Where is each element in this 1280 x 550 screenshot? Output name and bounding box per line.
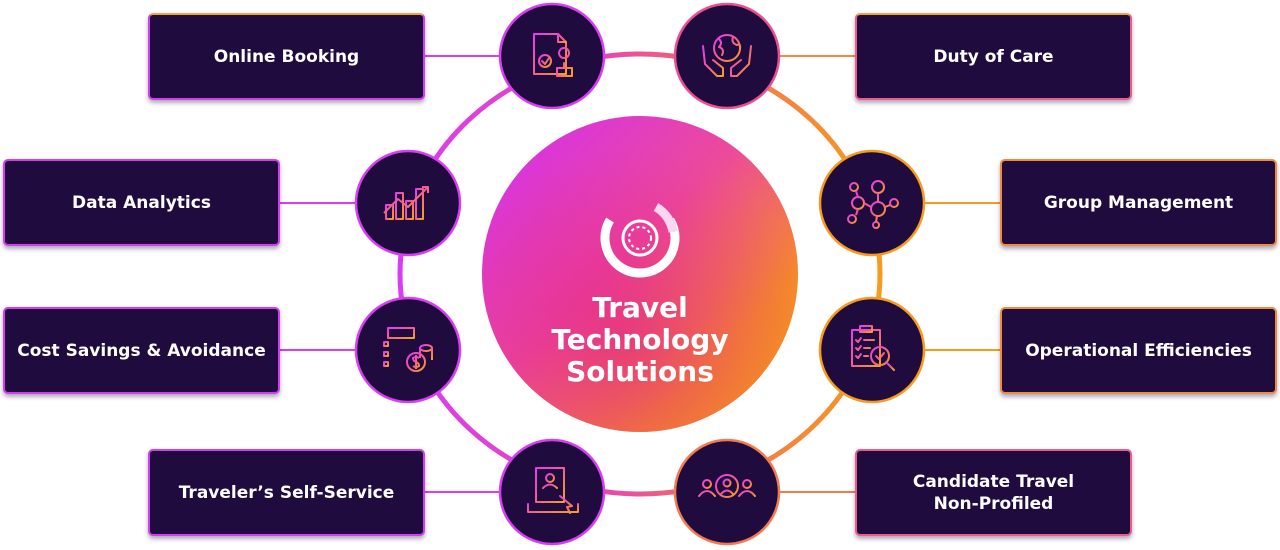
feature-label: Group Management	[1043, 192, 1234, 213]
feature-box-candidate-travel: Candidate Travel Non-Profiled	[855, 449, 1132, 536]
feature-box-group-management: Group Management	[1000, 159, 1277, 246]
checklist-coins-icon	[383, 327, 433, 372]
network-nodes-icon	[847, 180, 899, 229]
feature-box-online-booking: Online Booking	[148, 13, 425, 100]
feature-box-operational-efficiencies: Operational Efficiencies	[1000, 307, 1277, 394]
feature-label: Cost Savings & Avoidance	[17, 340, 266, 361]
node-duty-of-care	[673, 2, 781, 110]
feature-label: Candidate Travel Non-Profiled	[912, 471, 1075, 514]
feature-box-duty-of-care: Duty of Care	[855, 13, 1132, 100]
node-operational-efficiencies	[818, 296, 926, 404]
node-data-analytics	[354, 149, 462, 257]
bar-chart-icon	[383, 186, 430, 220]
hands-globe-icon	[702, 34, 752, 77]
feature-label: Traveler’s Self-Service	[178, 482, 395, 503]
node-cost-savings	[354, 296, 462, 404]
clipboard-magnifier-icon	[851, 325, 895, 371]
node-online-booking	[498, 2, 606, 110]
node-self-service	[498, 438, 606, 546]
connectors	[280, 55, 1000, 493]
people-search-icon	[698, 474, 756, 515]
brand-logo-icon	[600, 203, 680, 278]
feature-label: Operational Efficiencies	[1025, 340, 1252, 361]
feature-box-cost-savings: Cost Savings & Avoidance	[3, 307, 280, 394]
outer-ring	[397, 51, 883, 497]
node-group-management	[818, 149, 926, 257]
document-stamp-icon	[533, 33, 573, 77]
laptop-profile-icon	[527, 467, 579, 514]
feature-label: Duty of Care	[933, 46, 1054, 67]
feature-box-self-service: Traveler’s Self-Service	[148, 449, 425, 536]
node-candidate-travel	[673, 438, 781, 546]
feature-box-data-analytics: Data Analytics	[3, 159, 280, 246]
feature-label: Online Booking	[213, 46, 360, 67]
feature-label: Data Analytics	[72, 192, 211, 213]
center-title: Travel Technology Solutions	[551, 291, 729, 388]
